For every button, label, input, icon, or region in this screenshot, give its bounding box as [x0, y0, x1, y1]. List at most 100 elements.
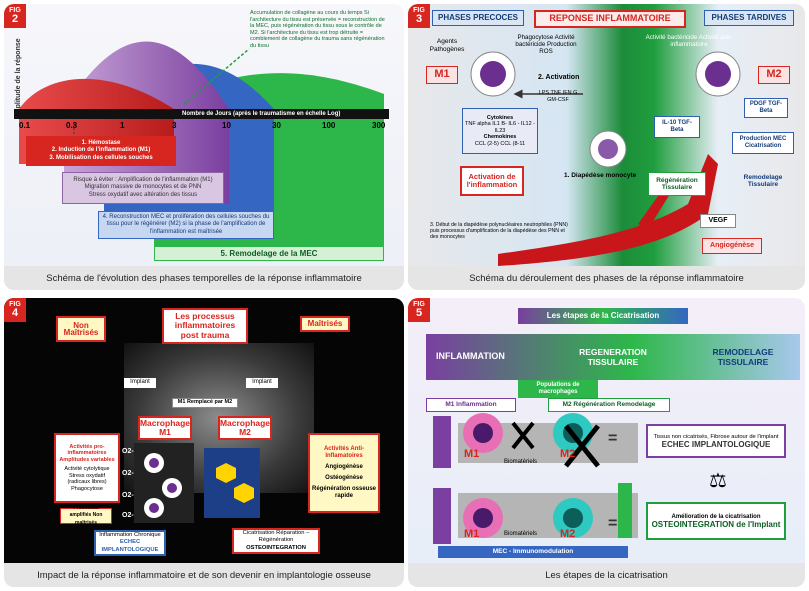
phase-green-box: 5. Remodelage de la MEC: [154, 246, 384, 261]
phases-tardives: PHASES TARDIVES: [704, 10, 794, 26]
x-mark-2: [564, 424, 600, 468]
cytokines-list: TNF alpha IL1 B- IL6 - IL12 - IL23: [464, 121, 535, 134]
svg-text:=: =: [608, 515, 617, 532]
fig5-title: Les étapes de la Cicatrisation: [518, 308, 688, 324]
non-maitrises-box: Non Maîtrisés: [56, 316, 106, 342]
phase-inflammation: INFLAMMATION: [436, 351, 505, 361]
o2-3: O2-: [122, 492, 134, 499]
tick-3: 3: [172, 121, 177, 130]
tick-1: 0.3: [66, 121, 78, 130]
macrophage-m2: Macrophage M2: [218, 416, 272, 440]
fig2-note: Accumulation de collagène au cours du te…: [250, 10, 385, 49]
mec-immuno-bar: MEC - Immunomodulation: [438, 546, 628, 558]
fig-tag-label: FIG: [413, 301, 425, 308]
svg-text:=: =: [608, 430, 617, 447]
m2-regeneration-label: M2 Régénération Remodelage: [548, 398, 670, 412]
osteo-text: OSTEOINTEGRATION: [246, 544, 306, 551]
phase-remodelage: REMODELAGE TISSULAIRE: [712, 347, 774, 367]
production-mec-box: Production MEC Cicatrisation: [732, 132, 794, 154]
balance-icon: ⚖: [709, 470, 727, 492]
fig4-caption: Impact de la réponse inflammatoire et de…: [4, 563, 404, 587]
il10-box: IL-10 TGF-Beta: [654, 116, 700, 138]
fig-tag-label: FIG: [413, 7, 425, 14]
cicatrisation-box: Cicatrisation Réparation – Régénération …: [232, 528, 320, 554]
phase-red-box: 1. Hémostase 2. Induction de l'inflammat…: [26, 136, 176, 166]
fig2-xlabel: Nombre de Jours (après le traumatisme en…: [182, 111, 341, 117]
phase-regeneration: REGENERATION TISSULAIRE: [579, 347, 647, 367]
biomat-bottom: Biomatériels: [504, 531, 538, 537]
implant-right: Implant: [246, 378, 278, 388]
risk-box: Risque à éviter : Amplification de l'inf…: [62, 172, 224, 204]
anti-1: Angiogénèse: [325, 464, 363, 470]
dotted-arrow: [183, 48, 250, 105]
phase-red-3: 3. Mobilisation des cellules souches: [49, 154, 153, 161]
fig-tag-label: FIG: [9, 7, 21, 14]
phase-red-1: 1. Hémostase: [81, 139, 121, 146]
fig-number: 3: [415, 13, 423, 25]
inflammation-chronique: Inflammation Chronique ECHEC IMPLANTOLOG…: [94, 530, 166, 556]
tick-2: 1: [120, 121, 125, 130]
tick-5: 30: [272, 121, 281, 130]
phases-precoces: PHASES PRECOCES: [432, 10, 524, 26]
chemokines-title: Chemokines: [483, 134, 517, 141]
risk-3: Stress oxydatif avec altération des tiss…: [88, 191, 198, 198]
macrophage-m1: Macrophage M1: [138, 416, 192, 440]
maitrises-box: Maîtrisés: [300, 316, 350, 332]
reponse-inflammatoire: REPONSE INFLAMMATOIRE: [534, 10, 686, 28]
fig5-caption: Les étapes de la cicatrisation: [408, 563, 805, 587]
diapedese-label: 1. Diapédèse monocyte: [564, 172, 637, 179]
remodelage-box: Remodelage Tissulaire: [743, 173, 783, 189]
fig3-caption: Schéma du déroulement des phases de la r…: [408, 266, 805, 290]
fig5-cells: = =: [433, 413, 638, 544]
m2-bottom-label: M2: [560, 528, 576, 540]
lps-text: LPS TNF IFN G GM-CSF: [538, 90, 578, 103]
amelioration-box: Amélioration de la cicatrisation OSTEOIN…: [646, 502, 786, 540]
cytokines-title: Cytokines: [486, 114, 514, 121]
o2-2: O2-: [122, 470, 134, 477]
activites-anti-box: Activités Anti-Inflamatoires Angiogénèse…: [308, 433, 380, 513]
fig-number: 5: [415, 307, 423, 319]
processus-amplifies: Processus amplifiés Non maîtrisés: [60, 505, 112, 526]
anti-3: Régénération osseuse rapide: [311, 486, 377, 499]
activites-pro-list: Activité cytolytique Stress oxydatif (ra…: [64, 466, 110, 492]
fig-number: 2: [11, 13, 19, 25]
pdgf-box: PDGF TGF-Beta: [744, 98, 788, 118]
echec-text: ECHEC IMPLANTOLOGIQUE: [101, 539, 159, 553]
regeneration-box: Régénération Tissulaire: [648, 172, 706, 196]
agents-pathogenes: Agents Pathogènes: [429, 38, 465, 53]
angiogenese-box: Angiogénèse: [702, 238, 762, 254]
risk-1: Risque à éviter : Amplification de l'inf…: [73, 176, 213, 183]
vegf-box: VEGF: [700, 214, 736, 228]
fig3-cells: [470, 51, 741, 266]
m2-label: M2: [758, 66, 790, 84]
activation-label: 2. Activation: [538, 74, 580, 81]
risk-2: Migration massive de monocytes et de PNN: [84, 184, 202, 191]
phagocytose-text: Phagocytose Activité bactéricide Product…: [515, 34, 577, 55]
tick-4: 10: [222, 121, 231, 130]
phase-red-2: 2. Induction de l'inflammation (M1): [51, 147, 151, 154]
tick-7: 300: [372, 121, 386, 130]
x-mark-1: [511, 421, 535, 450]
debut-diapedese: 3. Début de la diapédèse polynucléaires …: [430, 222, 568, 240]
osteo-label: OSTEOINTEGRATION de l'Implant: [651, 520, 781, 529]
o2-4: O2-: [122, 512, 134, 519]
chemokines-list: CCL (2-5) CCL (8-11: [474, 140, 526, 147]
m1-top-label: M1: [464, 448, 480, 460]
blood-vessel: [498, 154, 718, 266]
m1-bottom-label: M1: [464, 528, 480, 540]
activites-pro-title: Activités pro-inflammatoires Amplitudes …: [59, 443, 115, 463]
tick-6: 100: [322, 121, 336, 130]
m1-label: M1: [426, 66, 458, 84]
biomat-top: Biomatériels: [504, 459, 538, 465]
tick-0: 0.1: [19, 121, 31, 130]
activites-pro-box: Activités pro-inflammatoires Amplitudes …: [54, 433, 120, 503]
echec-label: ECHEC IMPLANTOLOGIQUE: [661, 440, 771, 449]
tissus-text: Tissus non cicatrisés, Fibrose autour de…: [653, 433, 779, 440]
